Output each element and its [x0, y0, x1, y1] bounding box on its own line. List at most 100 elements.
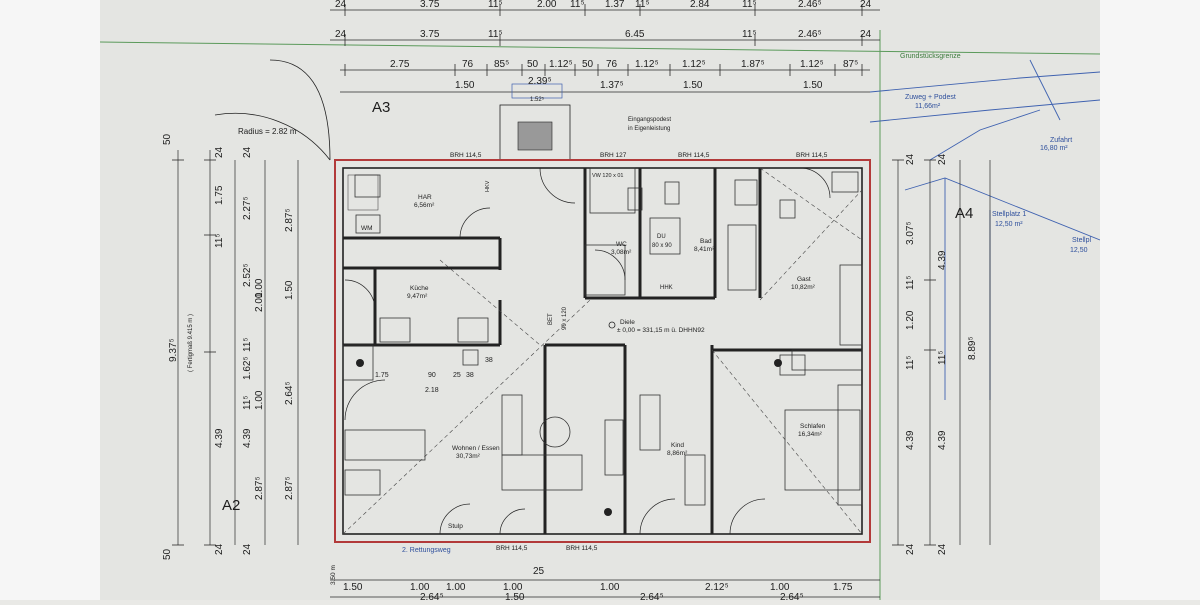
dim-right2-2: 11⁵ [937, 350, 948, 365]
room-area-kind: 8,86m² [667, 450, 688, 457]
window-note-6: BRH 114,5 [566, 545, 598, 552]
dim-left3-7: 24 [242, 543, 253, 555]
dim-left2-4: 24 [214, 543, 225, 555]
room-area-bad: 8,41m² [694, 246, 715, 253]
dim-bot1-1: 1.00 [410, 582, 430, 593]
dim-right1-1: 3.07⁵ [905, 221, 916, 245]
path-area: 11,66m² [915, 103, 941, 110]
dim-left5-0: 2.87⁵ [284, 208, 295, 232]
room-name-diele: Diele [620, 319, 635, 326]
dim-top1-5: 1.37 [605, 0, 625, 10]
left-margin [0, 0, 100, 600]
room-name-kueche: Küche [410, 285, 429, 292]
dim-top4-extra: 1.52⁵ [530, 96, 545, 103]
dim-right2-3: 8.89⁵ [967, 336, 978, 360]
dim-right2-1: 4.39 [937, 250, 948, 270]
radius-arc [214, 112, 331, 161]
dim-top2-5: 2.46⁵ [798, 29, 822, 40]
bed-size: 90 x 120 [562, 306, 568, 330]
dim-top3-3: 50 [527, 59, 539, 70]
dim-top1-10: 24 [860, 0, 872, 10]
dim-top1-7: 2.84 [690, 0, 710, 10]
dim-bot1-3: 1.00 [503, 582, 523, 593]
room-area-kueche: 9,47m² [407, 293, 428, 300]
bed-note: BET [548, 313, 554, 325]
dim-top2-0: 24 [335, 29, 347, 40]
dim-int-2: 25 [453, 372, 461, 379]
dim-top3-7: 1.12⁵ [635, 59, 659, 70]
area-label-a2: A2 [222, 497, 240, 514]
dim-left4-0: 2.00 [254, 292, 265, 312]
boundary-label: Grundstücksgrenze [900, 53, 961, 60]
rescue-bottom-dim: 3.50 m [330, 565, 337, 585]
dim-top3-2: 85⁵ [494, 59, 509, 70]
diagonals [342, 167, 863, 535]
dim-left-outer-2: 50 [162, 548, 173, 560]
right-dimensions: 24 3.07⁵ 11⁵ 1.20 11⁵ 4.39 24 24 4.39 11… [905, 153, 978, 555]
room-name-kind: Kind [671, 442, 684, 449]
dim-bot1-7: 1.75 [833, 582, 853, 593]
dim-top2-6: 24 [860, 29, 872, 40]
top-dimensions: 24 3.75 11⁵ 2.00 11⁵ 1.37 11⁵ 2.84 11⁵ 2… [335, 0, 872, 103]
dim-top3-5: 50 [582, 59, 594, 70]
furniture [342, 167, 863, 506]
dim-top3-4: 1.12⁵ [549, 59, 573, 70]
room-name-gast: Gast [797, 276, 811, 283]
dim-bot2-3: 2.64⁵ [780, 592, 804, 600]
dim-bot2-2: 2.64⁵ [640, 592, 664, 600]
parking1-label: Stellplatz 1 [992, 211, 1026, 218]
room-area-wohnen: 30,73m² [456, 453, 481, 460]
dim-right1-6: 24 [905, 543, 916, 555]
dim-left3-4: 1.62⁵ [242, 356, 253, 380]
dim-left2-0: 24 [214, 146, 225, 158]
interior-walls [343, 168, 862, 534]
dimension-ticks [172, 4, 936, 546]
dim-right1-2: 11⁵ [905, 275, 916, 290]
drawing-sheet: A3 A4 A2 Grundstücksgrenze Zuweg + Podes… [99, 0, 1101, 603]
door-swings [344, 167, 831, 535]
dim-left4-1: 1.00 [254, 278, 265, 298]
du-label: DU [657, 234, 666, 240]
driveway-outline [869, 59, 1101, 400]
hhk-label: HHK [660, 285, 673, 291]
dim-top2-2: 11⁵ [488, 29, 503, 40]
dim-right2-0: 24 [937, 153, 948, 165]
dim-left-outer-0: 50 [162, 133, 173, 145]
room-labels: HAR 6,56m² Küche 9,47m² WC 3,08m² Bad 8,… [407, 194, 826, 460]
dim-int-1: 90 [428, 372, 436, 379]
entrance-note-2: in Eigenleistung [628, 126, 670, 132]
dim-left3-6: 4.39 [242, 428, 253, 448]
dim-top1-4: 11⁵ [570, 0, 585, 10]
dim-top2-4: 11⁵ [742, 29, 757, 40]
dim-top4-0: 1.50 [455, 80, 475, 91]
dim-right1-5: 4.39 [905, 430, 916, 450]
dim-top3-10: 1.12⁵ [800, 59, 824, 70]
left-dimensions: 50 9.37⁵ ( Fertigmaß 9.415 m ) 50 24 1.7… [162, 133, 295, 560]
window-note-3: BRH 114,5 [678, 152, 710, 159]
dim-top3-8: 1.12⁵ [682, 59, 706, 70]
dim-top3-9: 1.87⁵ [741, 59, 765, 70]
entrance-note-1: Eingangspodest [628, 117, 671, 123]
dim-top1-0: 24 [335, 0, 347, 10]
dim-top1-2: 11⁵ [488, 0, 503, 10]
dim-int-0: 1.75 [375, 372, 389, 379]
entrance-podium [499, 83, 571, 161]
hkv-label: HKV [485, 180, 491, 192]
dim-int-5: 38 [485, 357, 493, 364]
dim-right1-3: 1.20 [905, 310, 916, 330]
room-name-wc: WC [616, 241, 627, 248]
dim-top1-1: 3.75 [420, 0, 440, 10]
dim-top4-1: 2.39⁵ [528, 76, 552, 87]
dimension-lines [177, 9, 991, 598]
dim-left3-1: 2.27⁵ [242, 196, 253, 220]
rescue-path-label: 2. Rettungsweg [402, 547, 451, 554]
room-area-gast: 10,82m² [791, 284, 816, 291]
radius-label: Radius = 2.82 m [238, 127, 297, 136]
room-name-har: HAR [418, 194, 432, 201]
window-note-1: BRH 114,5 [450, 152, 482, 159]
dim-bot1-4: 1.00 [600, 582, 620, 593]
area-label-a4: A4 [955, 205, 973, 222]
dim-top3-0: 2.75 [390, 59, 410, 70]
dim-left5-2: 2.64⁵ [284, 381, 295, 405]
